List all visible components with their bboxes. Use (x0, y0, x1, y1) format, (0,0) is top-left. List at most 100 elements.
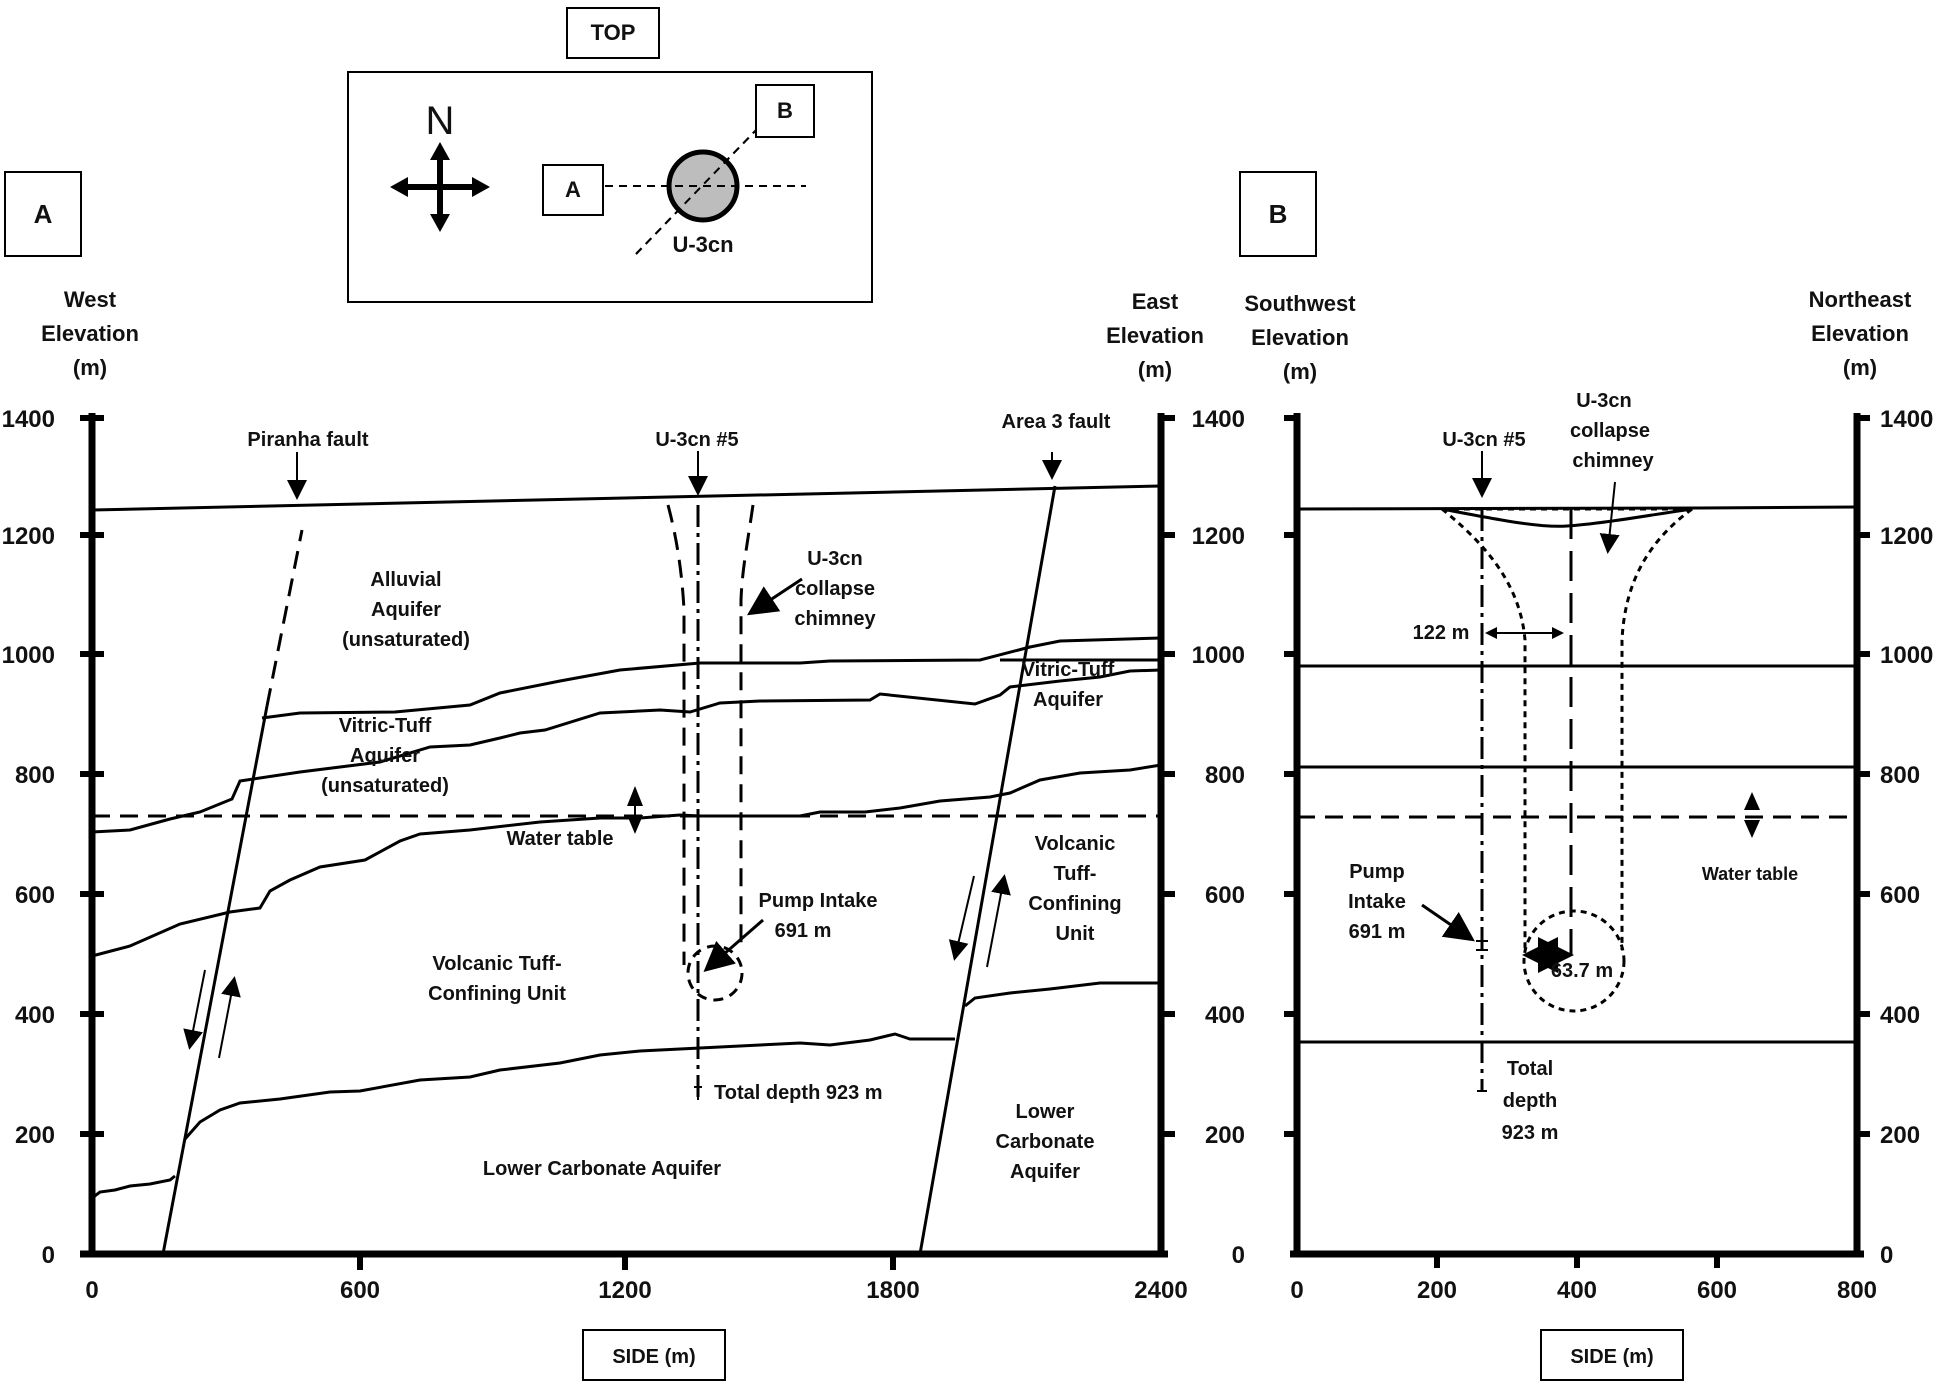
vitric-volcanic-contact (91, 668, 1162, 834)
alluvial-vitric-contact (261, 636, 1162, 720)
panel-b-pump-arrow-icon (1421, 903, 1475, 942)
panel-b-well-label: U-3cn #5 (1442, 429, 1525, 451)
panel-b-right-y-tick-200: 200 (1880, 1122, 1920, 1149)
area3-fault-label: Area 3 fault (1002, 411, 1111, 433)
panel-b-right-title-2: Elevation (1811, 321, 1909, 346)
dist-122-label: 122 m (1413, 622, 1470, 644)
piranha-fault-inferred (265, 529, 304, 707)
panel-a-x-ticks (357, 1254, 896, 1270)
water-table-label: Water table (506, 828, 613, 850)
panel-b-x-tick-label-600: 600 (1697, 1277, 1737, 1304)
panel-b-chimney-label-3: chimney (1572, 450, 1654, 472)
fault-displacement-up-icon (218, 976, 241, 1059)
volcanic-right-label-3: Confining (1028, 893, 1121, 915)
panel-a: A West Elevation (m) East Elevation (m) … (2, 171, 1204, 1381)
panel-b-letter: B (1269, 199, 1288, 229)
volcanic-right-label-4: Unit (1056, 923, 1095, 945)
panel-a-right-title-2: Elevation (1106, 323, 1204, 348)
panel-a-cavity-circle (686, 944, 744, 1002)
panel-b-right-y-tick-600: 600 (1880, 882, 1920, 909)
panel-a-x-tick-label-1800: 1800 (866, 1277, 919, 1304)
panel-a-y-tick-label-400: 400 (15, 1002, 55, 1029)
panel-b-water-table-label: Water table (1702, 864, 1798, 884)
panel-a-y-tick-label-600: 600 (15, 882, 55, 909)
vitric-right-label-1: Vitric-Tuff (1022, 659, 1115, 681)
point-a-box (542, 164, 604, 216)
vitric-left-label-3: (unsaturated) (321, 775, 449, 797)
panel-b-total-depth-3: 923 m (1502, 1122, 1559, 1144)
cavity-diameter-label: 63.7 m (1551, 960, 1613, 982)
ground-surface-line (91, 484, 1162, 512)
panel-a-x-tick-label-1200: 1200 (598, 1277, 651, 1304)
panel-a-y-tick-label-1200: 1200 (2, 523, 55, 550)
panel-a-x-tick-label-600: 600 (340, 1277, 380, 1304)
panel-b-pump-label-1: Pump (1349, 861, 1405, 883)
panel-a-x-tick-label-0: 0 (85, 1277, 98, 1304)
panel-b-x-axis-label: SIDE (m) (1570, 1346, 1653, 1368)
panel-a-x-tick-label-2400: 2400 (1134, 1277, 1187, 1304)
panel-b: B Southwest Elevation (m) Northeast Elev… (1192, 171, 1933, 1381)
panel-a-x-axis-label: SIDE (m) (612, 1346, 695, 1368)
lower-carbonate-right-label-2: Carbonate (996, 1131, 1095, 1153)
panel-b-right-y-tick-1400: 1400 (1880, 406, 1933, 433)
panel-b-x-ticks (1434, 1254, 1720, 1268)
lower-carbonate-left-label: Lower Carbonate Aquifer (483, 1158, 721, 1180)
chimney-label-3: chimney (794, 608, 876, 630)
chimney-wall-right (739, 504, 755, 945)
panel-a-right-title-1: East (1132, 289, 1179, 314)
panel-b-letter-box (1239, 171, 1317, 257)
vitric-left-label-1: Vitric-Tuff (339, 715, 432, 737)
panel-b-left-y-tick-200: 200 (1205, 1122, 1245, 1149)
panel-b-left-title-3: (m) (1283, 359, 1317, 384)
lower-carbonate-right-label-3: Aquifer (1010, 1161, 1080, 1183)
panel-a-y-tick-label-1000: 1000 (2, 642, 55, 669)
panel-b-pump-label-3: 691 m (1349, 921, 1406, 943)
subsidence-crater (1441, 507, 1693, 528)
panel-b-x-tick-label-800: 800 (1837, 1277, 1877, 1304)
panel-b-y-ticks (1284, 415, 1870, 1137)
panel-b-right-y-tick-1200: 1200 (1880, 523, 1933, 550)
area3-displacement-down-icon (948, 875, 975, 961)
point-a-label: A (565, 177, 581, 202)
panel-b-left-y-tick-1200: 1200 (1192, 523, 1245, 550)
panel-a-y-tick-label-0: 0 (42, 1242, 55, 1269)
panel-b-right-y-tick-800: 800 (1880, 762, 1920, 789)
panel-b-x-label-box (1540, 1329, 1684, 1381)
chimney-label-2: collapse (795, 578, 875, 600)
panel-a-letter-box (4, 171, 82, 257)
volcanic-right-label-1: Volcanic (1035, 833, 1116, 855)
panel-a-x-label-box (582, 1329, 726, 1381)
panel-b-left-title-1: Southwest (1244, 291, 1356, 316)
fault-displacement-down-icon (183, 969, 206, 1050)
panel-b-chimney-label-2: collapse (1570, 420, 1650, 442)
lower-carbonate-right-label-1: Lower (1016, 1101, 1075, 1123)
chimney-b-wall-right (1620, 507, 1693, 950)
panel-b-left-y-tick-1000: 1000 (1192, 642, 1245, 669)
panel-b-water-table-marker-icon (1744, 792, 1760, 838)
point-b-box (755, 84, 815, 138)
panel-b-right-title-1: Northeast (1809, 287, 1912, 312)
panel-b-left-y-tick-0: 0 (1232, 1242, 1245, 1269)
panel-b-right-title-3: (m) (1843, 355, 1877, 380)
panel-b-total-depth-2: depth (1503, 1090, 1557, 1112)
chimney-wall-left (666, 504, 686, 965)
panel-b-ground-surface (1296, 505, 1858, 511)
piranha-fault-solid (161, 705, 269, 1255)
piranha-fault-label: Piranha fault (247, 429, 368, 451)
panel-a-left-title-1: West (64, 287, 117, 312)
panel-a-left-title-2: Elevation (41, 321, 139, 346)
panel-b-right-y-tick-1000: 1000 (1880, 642, 1933, 669)
north-label: N (426, 99, 455, 143)
panel-b-left-y-tick-1400: 1400 (1192, 406, 1245, 433)
panel-b-right-y-tick-400: 400 (1880, 1002, 1920, 1029)
panel-a-right-title-3: (m) (1138, 357, 1172, 382)
area3-displacement-up-icon (986, 874, 1011, 968)
panel-b-x-tick-label-0: 0 (1290, 1277, 1303, 1304)
volcanic-carbonate-contact (183, 1032, 955, 1140)
panel-a-y-tick-label-1400: 1400 (2, 406, 55, 433)
well-label: U-3cn #5 (655, 429, 738, 451)
panel-a-y-tick-label-800: 800 (15, 762, 55, 789)
chimney-label-1: U-3cn (807, 548, 863, 570)
panel-b-total-depth-1: Total (1507, 1058, 1553, 1080)
